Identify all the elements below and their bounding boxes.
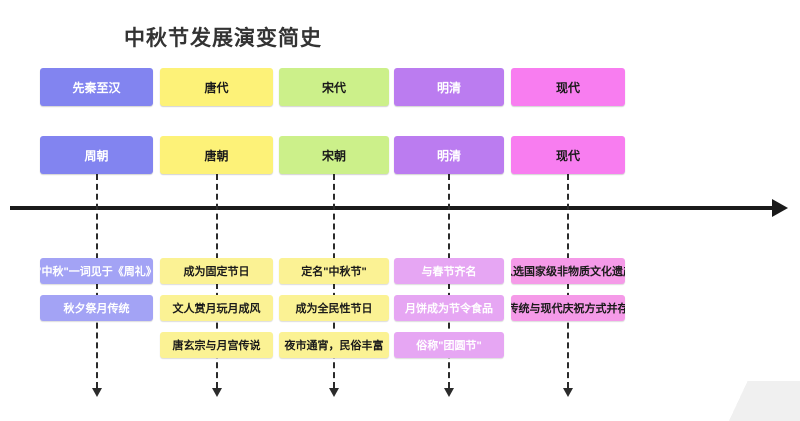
connector-arrow-icon-col-2	[211, 388, 222, 397]
item-box-col-4-1[interactable]: 与春节齐名	[394, 258, 504, 284]
item-box-col-3-2[interactable]: 成为全民性节日	[279, 295, 389, 321]
era-box-col-5[interactable]: 现代	[511, 68, 625, 106]
item-box-col-2-3[interactable]: 唐玄宗与月宫传说	[160, 332, 273, 358]
connector-arrow-icon-col-3	[329, 388, 339, 397]
item-box-col-5-2[interactable]: 传统与现代庆祝方式并存	[511, 295, 625, 321]
timeline-axis-line	[10, 206, 775, 210]
item-box-col-2-1[interactable]: 成为固定节日	[160, 258, 273, 284]
era-box-col-4[interactable]: 明清	[394, 68, 504, 106]
connector-arrow-icon-col-5	[563, 388, 573, 397]
era-box-col-1[interactable]: 先秦至汉	[40, 68, 153, 106]
corner-wedge-decoration	[704, 381, 800, 421]
dynasty-box-col-1[interactable]: 周朝	[40, 136, 153, 174]
page-title: 中秋节发展演变简史	[124, 27, 322, 50]
timeline-axis-arrow-icon	[772, 199, 788, 217]
dynasty-box-col-4[interactable]: 明清	[394, 136, 504, 174]
item-box-col-5-1[interactable]: 入选国家级非物质文化遗产	[511, 258, 625, 284]
dynasty-box-col-2[interactable]: 唐朝	[160, 136, 273, 174]
dynasty-box-col-5[interactable]: 现代	[511, 136, 625, 174]
connector-arrow-icon-col-1	[91, 388, 102, 397]
item-box-col-1-2[interactable]: 秋夕祭月传统	[40, 295, 153, 321]
item-box-col-4-2[interactable]: 月饼成为节令食品	[394, 295, 504, 321]
item-box-col-4-3[interactable]: 俗称"团圆节"	[394, 332, 504, 358]
item-box-col-1-1[interactable]: "中秋"一词见于《周礼》	[40, 258, 153, 284]
item-box-col-3-1[interactable]: 定名"中秋节"	[279, 258, 389, 284]
item-box-col-2-2[interactable]: 文人赏月玩月成风	[160, 295, 273, 321]
connector-arrow-icon-col-4	[444, 388, 454, 397]
era-box-col-3[interactable]: 宋代	[279, 68, 389, 106]
dynasty-box-col-3[interactable]: 宋朝	[279, 136, 389, 174]
item-box-col-3-3[interactable]: 夜市通宵，民俗丰富	[279, 332, 389, 358]
era-box-col-2[interactable]: 唐代	[160, 68, 273, 106]
